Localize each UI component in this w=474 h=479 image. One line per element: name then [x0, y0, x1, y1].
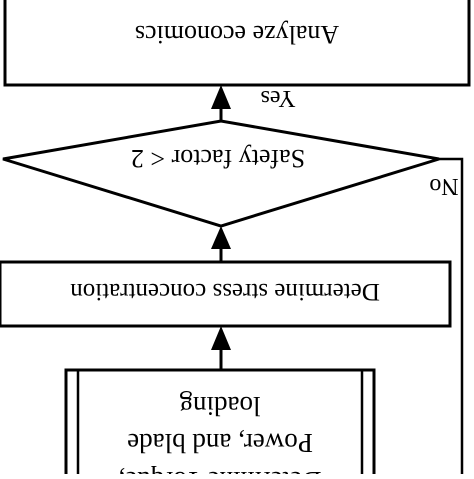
arrowhead — [211, 85, 231, 109]
arrow-input-to-stress — [211, 326, 231, 370]
no-label: No — [429, 173, 458, 199]
decision-shape — [2, 119, 440, 228]
input-box-line-3: Determine Torque, — [118, 466, 321, 474]
analyze-box-rect — [3, 0, 471, 87]
input-process-box: Determine Torque, Power, and blade loadi… — [64, 368, 376, 479]
stress-box-label: Determine stress concentration — [70, 278, 380, 305]
arrow-decision-to-analyze: Yes — [211, 85, 295, 121]
input-box-line-2: Power, and blade — [127, 428, 313, 458]
input-box-line-1: loading — [180, 391, 261, 421]
analyze-box-label: Analyze economics — [135, 20, 339, 49]
stress-box: Determine stress concentration — [0, 260, 452, 328]
arrowhead — [211, 226, 231, 249]
arrow-stress-to-decision — [211, 226, 231, 262]
no-branch-line — [439, 157, 464, 479]
no-branch: No — [429, 157, 464, 479]
decision-diamond: Safety factor < 2 — [2, 119, 440, 228]
stress-box-rect — [0, 260, 452, 328]
arrowhead — [211, 326, 231, 350]
analyze-box: Analyze economics — [3, 0, 471, 87]
yes-label: Yes — [261, 85, 296, 111]
decision-label: Safety factor < 2 — [131, 144, 305, 173]
